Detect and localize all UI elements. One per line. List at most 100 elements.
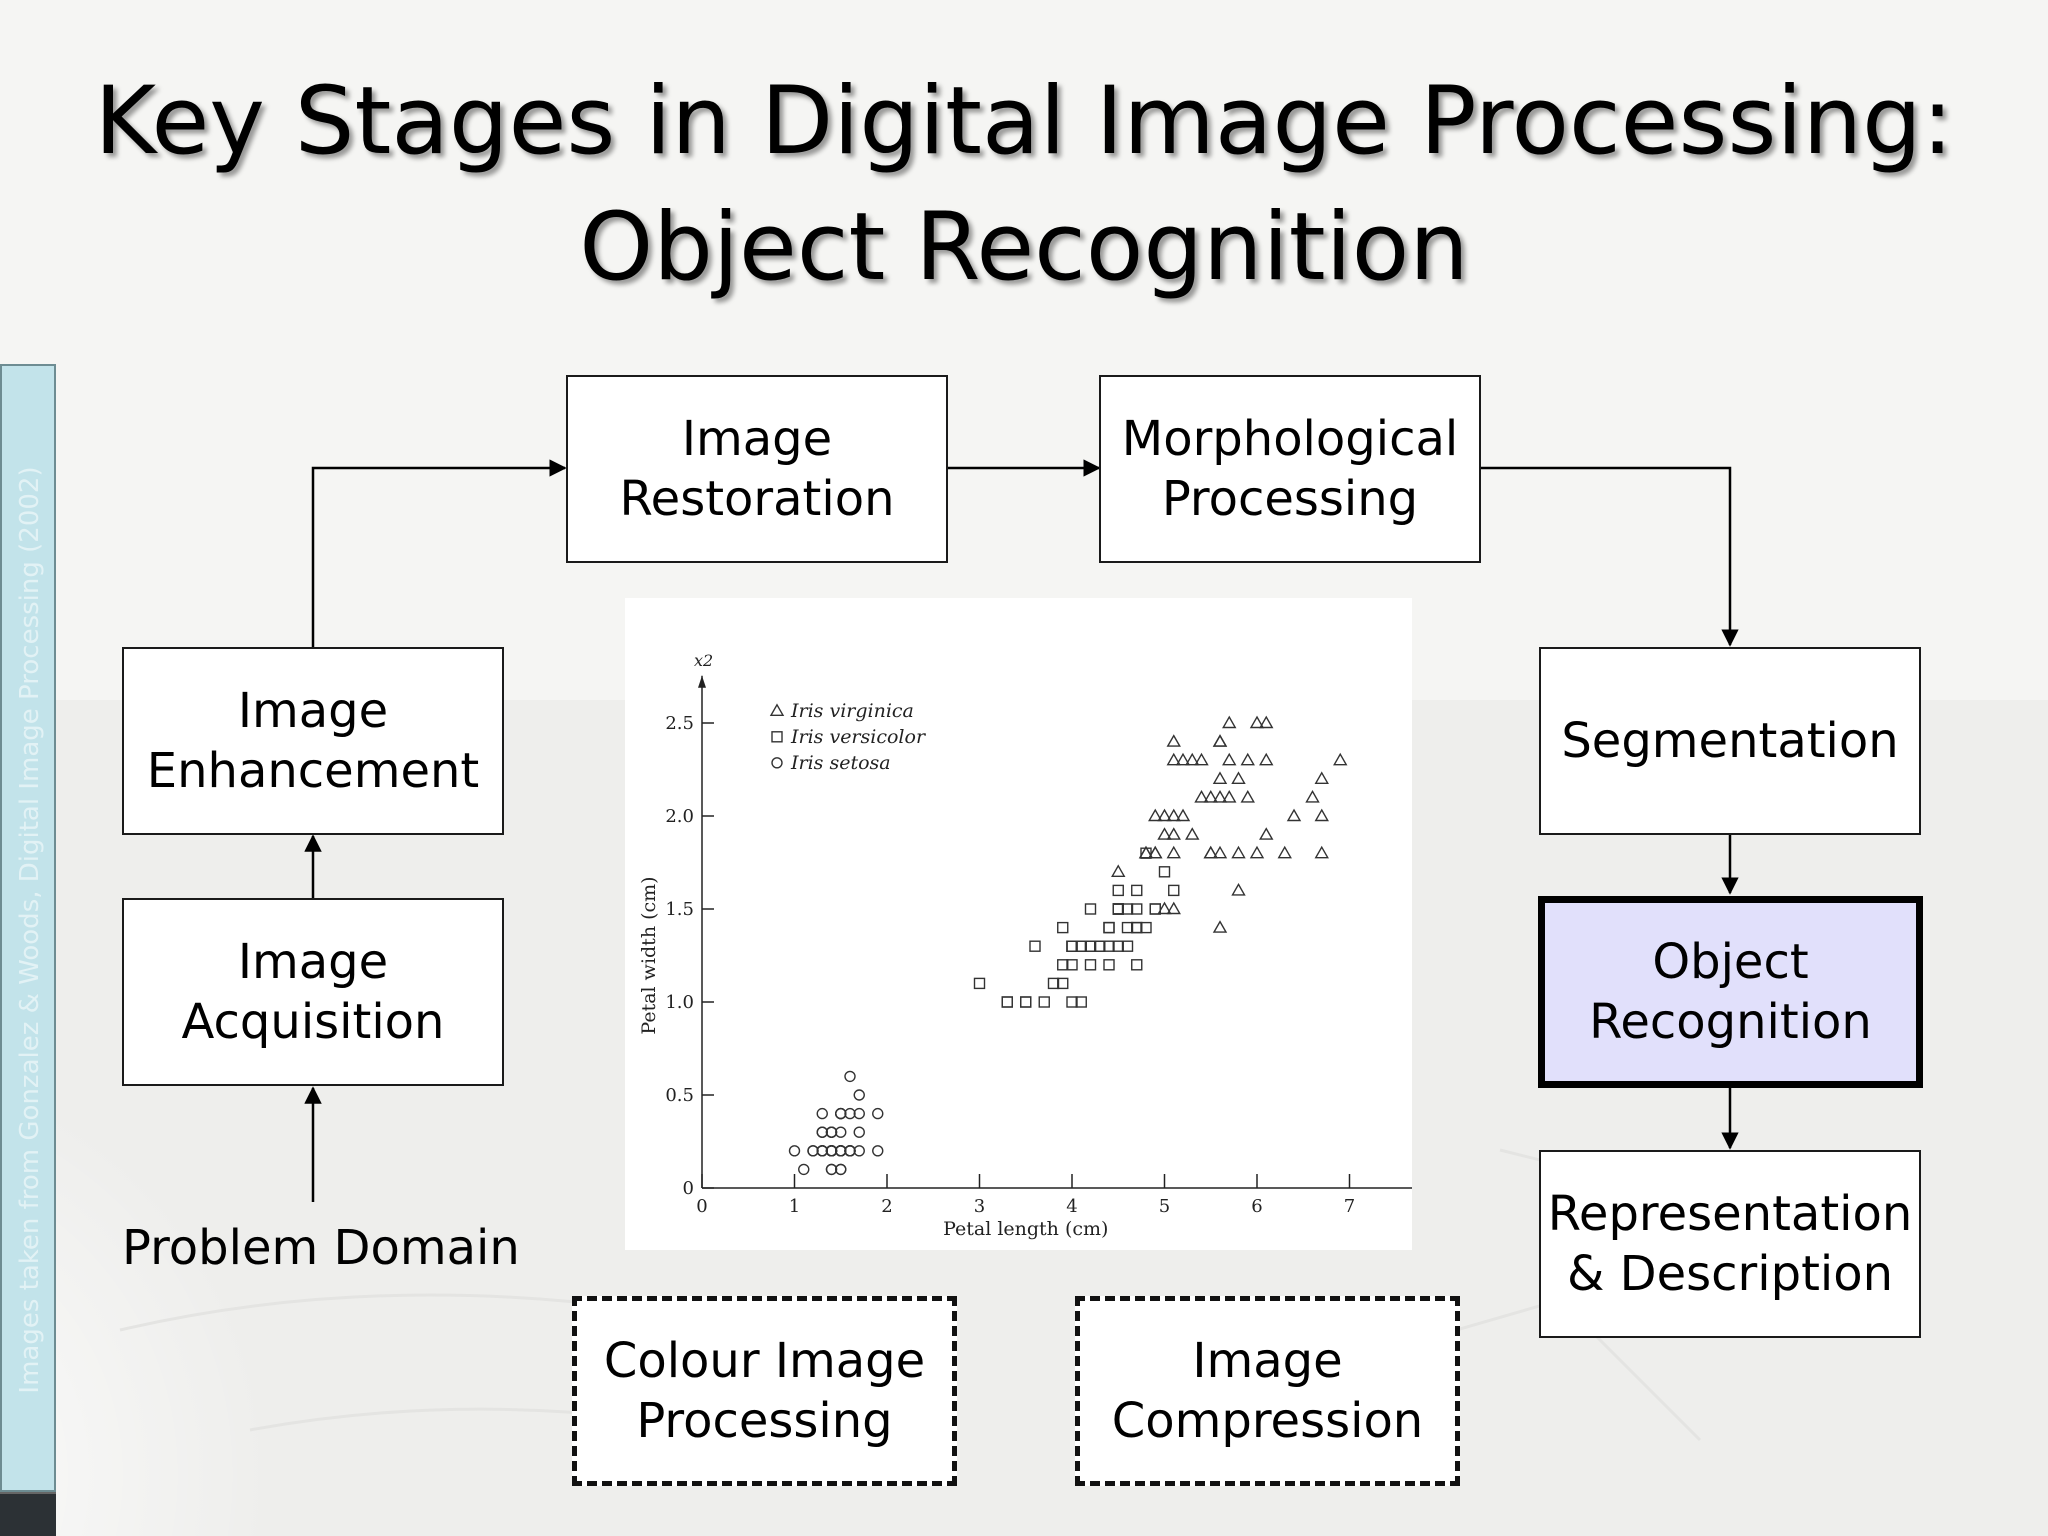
scatter-point-triangle [1157,827,1172,840]
scatter-point-circle [825,1163,838,1176]
legend-marker-square [771,731,783,743]
scatter-point-triangle [1240,789,1255,803]
stage-image-compression: Image Compression [1075,1296,1460,1486]
scatter-point-triangle [1194,789,1209,803]
legend-marker-circle [771,757,783,769]
x-tick-label: 7 [1344,1196,1355,1217]
x-tick-label: 1 [789,1196,800,1217]
scatter-point-square [1103,959,1115,971]
scatter-point-square [1057,977,1069,990]
scatter-point-triangle [1148,808,1163,822]
scatter-point-triangle [1175,808,1191,822]
scatter-point-triangle [1166,734,1181,747]
scatter-point-square [1066,996,1078,1008]
scatter-point-triangle [1166,827,1181,840]
stage-object-recognition: Object Recognition [1538,896,1923,1088]
image-credit-text: Images taken from Gonzalez & Woods, Digi… [15,466,45,1394]
stage-image-acquisition: Image Acquisition [122,898,504,1086]
scatter-point-triangle [1212,734,1228,747]
scatter-point-circle [798,1163,810,1176]
scatter-point-triangle [1231,771,1246,784]
scatter-point-triangle [1203,789,1218,803]
x-tick-label: 2 [881,1196,892,1217]
scatter-point-square [1103,921,1115,934]
scatter-point-triangle [1212,771,1228,784]
scatter-point-triangle [1166,808,1181,822]
scatter-point-triangle [1194,752,1209,766]
scatter-point-square [1094,940,1106,952]
scatter-point-circle [853,1145,865,1157]
scatter-point-triangle [1277,845,1292,859]
scatter-point-triangle [1212,920,1228,933]
scatter-point-circle [844,1107,856,1120]
scatter-point-triangle [1166,752,1181,766]
scatter-point-square [1066,940,1078,952]
scatter-point-square [1103,921,1115,934]
scatter-point-triangle [1185,752,1200,766]
scatter-point-square [1084,903,1097,915]
scatter-point-square [1075,940,1087,952]
scatter-point-triangle [1166,845,1181,859]
scatter-point-square [1047,977,1060,990]
slide-title-line-2: Object Recognition [579,193,1469,302]
scatter-point-circle [825,1126,838,1138]
scatter-point-square [1121,903,1134,915]
scatter-point-square [1112,903,1124,915]
scatter-point-square [1103,940,1115,952]
scatter-point-triangle [1185,827,1200,840]
scatter-point-square [1066,940,1078,952]
scatter-point-square [1112,884,1124,897]
scatter-point-square [1001,996,1013,1008]
scatter-point-square [1112,903,1124,915]
scatter-point-triangle [1259,827,1274,840]
stage-morphological-processing: Morphological Processing [1099,375,1481,563]
scatter-point-square [1158,866,1171,878]
y-tick-label: 0 [683,1178,694,1199]
scatter-point-square [1057,959,1069,971]
stage-segmentation: Segmentation [1539,647,1921,835]
x-tick-label: 5 [1159,1196,1170,1217]
scatter-point-circle [835,1126,847,1138]
stage-colour-image-processing: Colour Image Processing [572,1296,957,1486]
image-credit-sidebar: Images taken from Gonzalez & Woods, Digi… [0,364,56,1492]
scatter-point-circle [835,1145,847,1157]
scatter-point-triangle [1111,864,1126,877]
scatter-point-circle [825,1145,838,1157]
scatter-point-square [1168,884,1180,897]
scatter-point-square [1112,903,1124,915]
y-tick-label: 1.5 [665,899,694,920]
scatter-point-triangle [1222,789,1237,803]
scatter-point-circle [872,1145,884,1157]
scatter-point-triangle [1157,901,1172,915]
y-axis-arrow [698,675,706,688]
scatter-point-square [1112,940,1124,952]
scatter-point-triangle [1212,789,1228,803]
scatter-point-triangle [1175,752,1191,766]
scatter-point-triangle [1259,715,1274,729]
stage-image-enhancement: Image Enhancement [122,647,504,835]
scatter-point-triangle [1222,715,1237,729]
stage-representation-description: Representation & Description [1539,1150,1921,1338]
scatter-point-triangle [1203,845,1218,859]
y-tick-label: 1.0 [665,992,694,1013]
legend-label: Iris virginica [790,700,914,722]
scatter-point-triangle [1240,752,1255,766]
scatter-point-triangle [1249,845,1265,859]
scatter-point-square [1140,921,1152,934]
scatter-point-square [1057,921,1069,934]
scatter-point-square [1020,996,1032,1008]
y-axis-title: Petal width (cm) [638,876,660,1034]
x-axis-title: Petal length (cm) [943,1218,1108,1240]
scatter-point-triangle [1259,752,1274,766]
scatter-point-circle [807,1145,819,1157]
scatter-point-circle [816,1126,828,1138]
legend-marker-triangle [769,703,785,716]
scatter-point-triangle [1157,808,1172,822]
scatter-point-square [1131,959,1143,971]
scatter-point-circle [835,1163,847,1176]
scatter-point-square [1149,903,1161,915]
scatter-point-triangle [1222,752,1237,766]
scatter-point-triangle [1305,789,1320,803]
scatter-point-square [1112,903,1124,915]
